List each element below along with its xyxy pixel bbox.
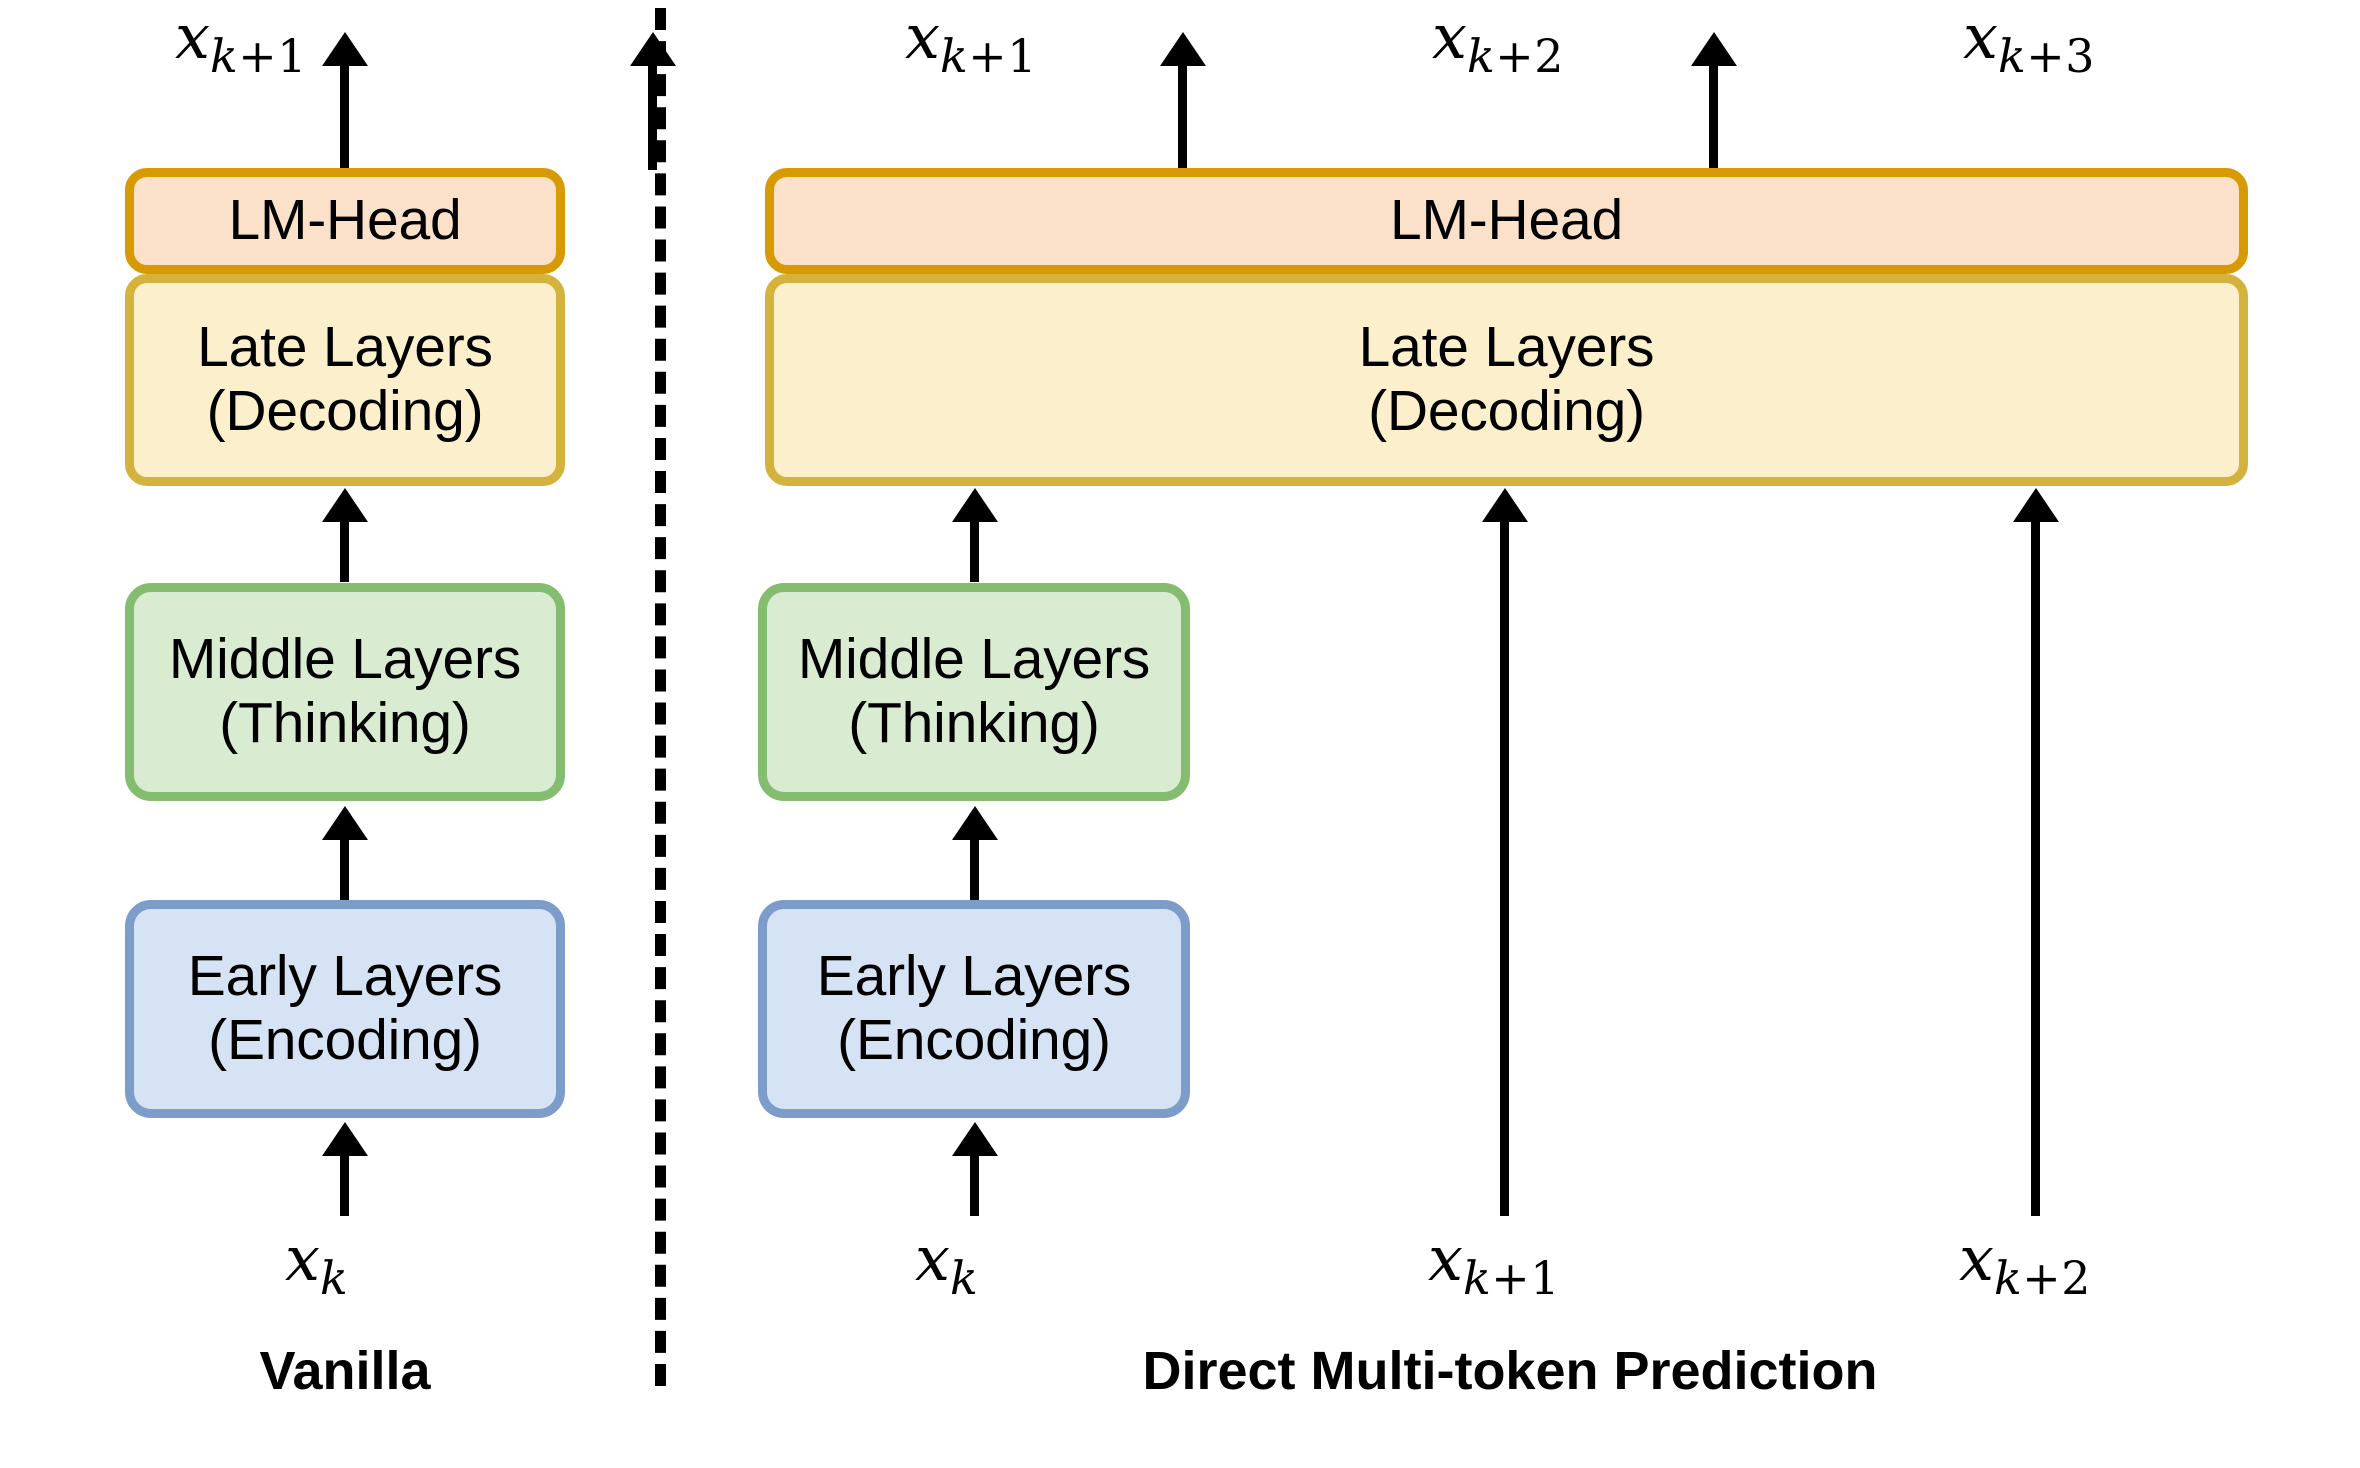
left-late-layers-block: Late Layers (Decoding): [125, 274, 565, 486]
left-arrow-input-to-early: [340, 1152, 349, 1216]
left-arrow-lmhead-to-output: [340, 62, 349, 170]
right-input-token-2-op: +: [1491, 1250, 1531, 1305]
right-output-token-1-label: xk+1: [905, 0, 1037, 83]
right-input-token-1-base: x: [915, 1222, 950, 1295]
right-input-token-2-offset: 1: [1530, 1250, 1560, 1305]
right-output-token-1-base: x: [905, 0, 940, 73]
left-output-token-index: k: [209, 28, 239, 83]
left-arrow-early-to-middle: [340, 836, 349, 900]
left-input-token-label: xk: [285, 1222, 348, 1305]
right-output-token-1-index: k: [939, 28, 969, 83]
left-early-layers-label-line2: (Encoding): [208, 1008, 482, 1072]
right-output-token-2-base: x: [1432, 0, 1467, 73]
right-arrow-early-to-middle: [970, 836, 979, 900]
left-late-layers-label-line1: Late Layers: [197, 315, 493, 380]
right-early-layers-label-line1: Early Layers: [816, 944, 1132, 1009]
right-middle-layers-label-line1: Middle Layers: [797, 627, 1151, 692]
right-panel-caption: Direct Multi-token Prediction: [1010, 1340, 2010, 1402]
left-middle-layers-label-line2: (Thinking): [219, 691, 471, 755]
right-input-token-3-offset: 2: [2061, 1250, 2091, 1305]
right-input-token-3-index: k: [1993, 1250, 2023, 1305]
left-middle-layers-label-line1: Middle Layers: [168, 627, 522, 692]
right-arrow-input-1-to-early: [970, 1152, 979, 1216]
left-output-token-label: xk+1: [175, 0, 307, 83]
left-late-layers-label-line2: (Decoding): [206, 379, 484, 443]
left-middle-layers-block: Middle Layers (Thinking): [125, 583, 565, 801]
right-middle-layers-label-line2: (Thinking): [848, 691, 1100, 755]
right-output-token-1-op: +: [968, 28, 1008, 83]
right-early-layers-block: Early Layers (Encoding): [758, 900, 1190, 1118]
right-panel-caption-text: Direct Multi-token Prediction: [1142, 1341, 1878, 1401]
left-output-token-offset: 1: [277, 28, 307, 83]
right-input-token-1-label: xk: [915, 1222, 978, 1305]
left-input-token-base: x: [285, 1222, 320, 1295]
right-late-layers-block: Late Layers (Decoding): [765, 274, 2248, 486]
right-arrow-middle-to-late: [970, 518, 979, 582]
left-panel-caption: Vanilla: [145, 1340, 545, 1402]
left-lm-head-label: LM-Head: [228, 188, 462, 253]
right-late-layers-label-line2: (Decoding): [1368, 379, 1645, 443]
panel-divider: [655, 8, 666, 1386]
right-lm-head-block: LM-Head: [765, 168, 2248, 274]
left-output-token-op: +: [238, 28, 278, 83]
left-arrow-middle-to-late: [340, 518, 349, 582]
left-input-token-index: k: [319, 1250, 349, 1305]
right-middle-layers-block: Middle Layers (Thinking): [758, 583, 1190, 801]
right-output-token-2-label: xk+2: [1432, 0, 1564, 83]
right-output-token-2-index: k: [1466, 28, 1496, 83]
left-early-layers-block: Early Layers (Encoding): [125, 900, 565, 1118]
right-lm-head-label: LM-Head: [1389, 188, 1624, 253]
left-lm-head-block: LM-Head: [125, 168, 565, 274]
right-output-token-3-label: xk+3: [1963, 0, 2095, 83]
right-output-token-3-index: k: [1997, 28, 2027, 83]
right-output-token-2-offset: 2: [1534, 28, 1564, 83]
right-input-token-2-index: k: [1462, 1250, 1492, 1305]
left-output-token-base: x: [175, 0, 210, 73]
left-panel-caption-text: Vanilla: [259, 1341, 431, 1401]
right-arrow-input-2-to-late: [1500, 518, 1509, 1216]
right-output-token-3-op: +: [2026, 28, 2066, 83]
right-input-token-2-base: x: [1428, 1222, 1463, 1295]
right-output-token-3-offset: 3: [2065, 28, 2095, 83]
right-input-token-3-label: xk+2: [1959, 1222, 2091, 1305]
right-input-token-1-index: k: [949, 1250, 979, 1305]
right-early-layers-label-line2: (Encoding): [837, 1008, 1111, 1072]
right-output-token-2-op: +: [1495, 28, 1535, 83]
right-arrow-input-3-to-late: [2031, 518, 2040, 1216]
right-input-token-3-base: x: [1959, 1222, 1994, 1295]
right-output-token-3-base: x: [1963, 0, 1998, 73]
right-input-token-3-op: +: [2022, 1250, 2062, 1305]
right-output-token-1-offset: 1: [1007, 28, 1037, 83]
right-arrow-lmhead-to-output-3: [1709, 62, 1718, 170]
right-arrow-lmhead-to-output-2: [1178, 62, 1187, 170]
left-early-layers-label-line1: Early Layers: [187, 944, 503, 1009]
right-late-layers-label-line1: Late Layers: [1358, 315, 1655, 380]
right-arrow-lmhead-to-output-1: [648, 62, 657, 170]
right-input-token-2-label: xk+1: [1428, 1222, 1560, 1305]
